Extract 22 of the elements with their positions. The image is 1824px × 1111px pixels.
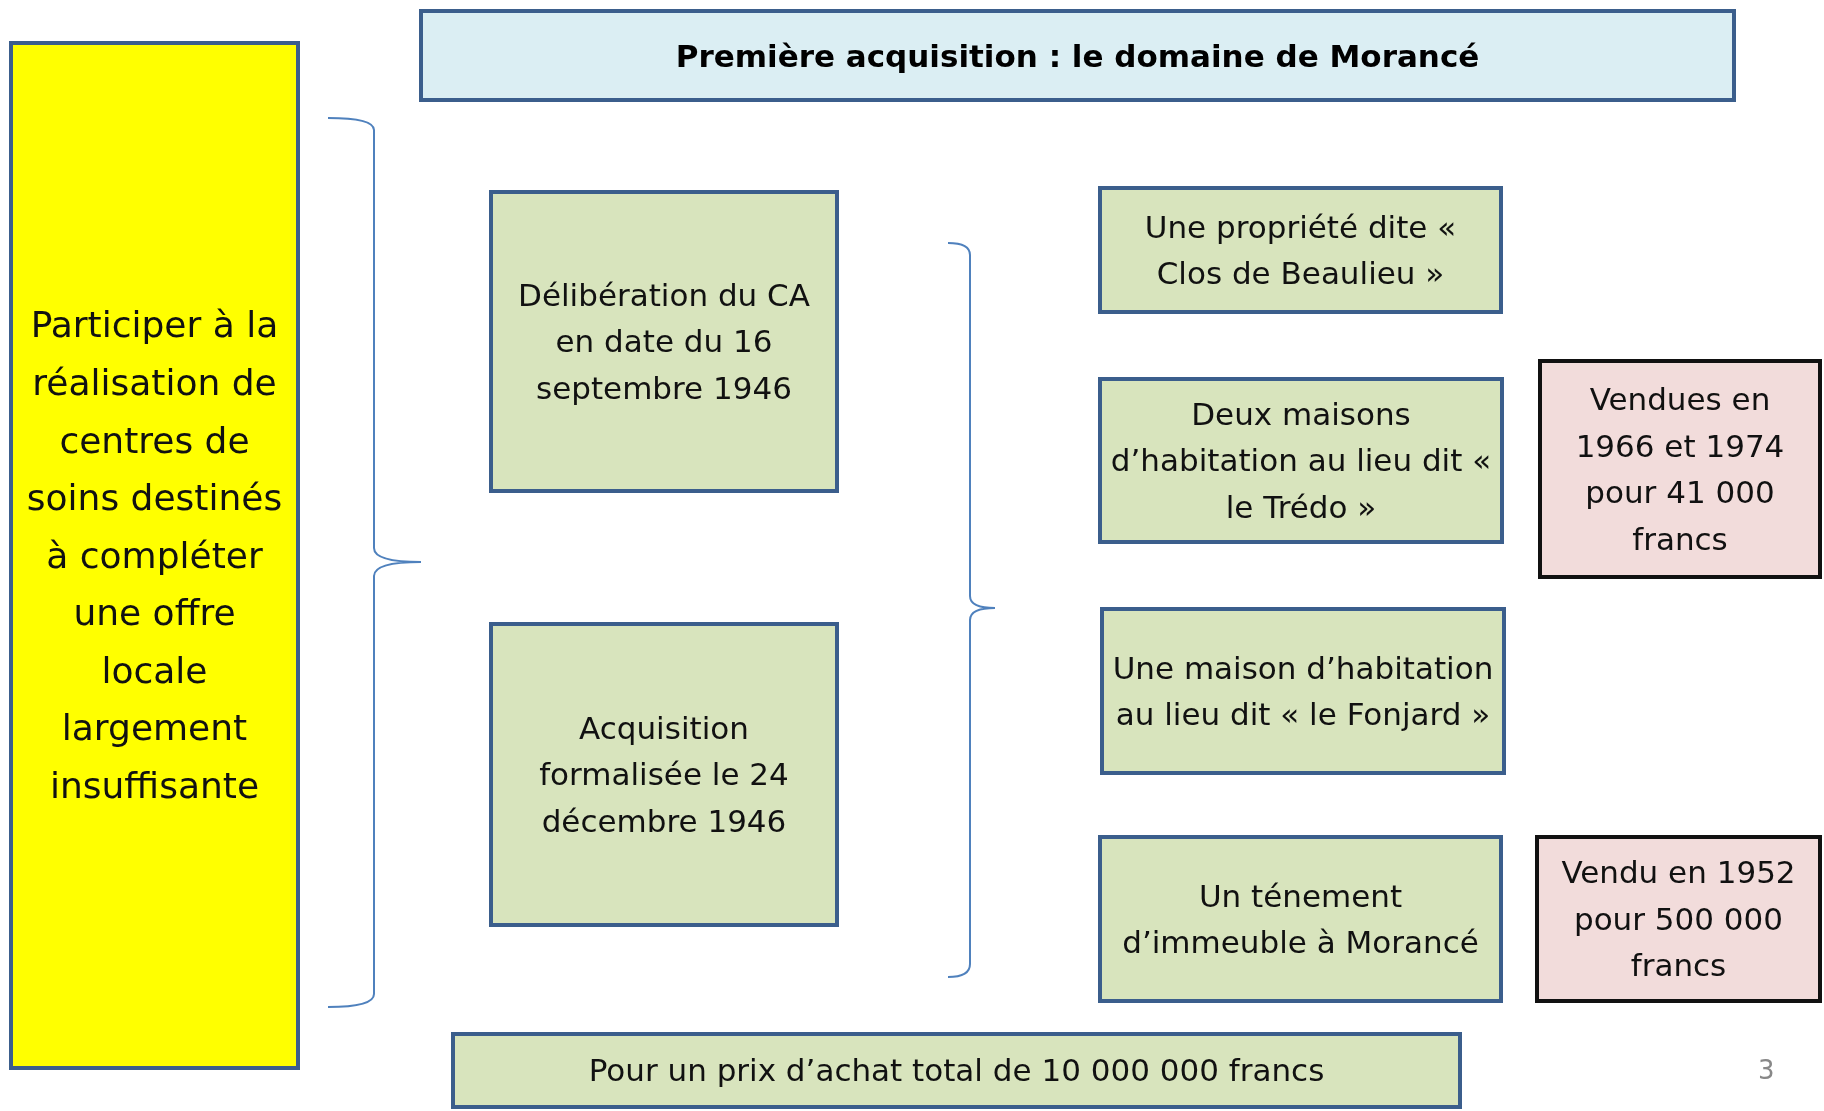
info-box: [451, 1032, 1462, 1109]
goal-box: [9, 41, 300, 1070]
title-banner: Première acquisition : le domaine de Morancé: [419, 9, 1736, 102]
info-box: [1100, 607, 1506, 775]
note-box: [1535, 835, 1822, 1003]
info-box: [1098, 186, 1503, 314]
info-box: [1098, 835, 1503, 1003]
note-box: [1538, 359, 1822, 579]
box-text: Vendues en 1966 et 1974 pour 41 000 francs: [1574, 380, 1786, 559]
box-text: Acquisition formalisée le 24 décembre 1946: [538, 708, 790, 841]
box-text: Participer à la réalisation de centres de soins destinés à compléter une offre locale largement insuffisante: [25, 303, 284, 809]
box-text: Une propriété dite « Clos de Beaulieu »: [1143, 207, 1458, 293]
box-text: Vendu en 1952 pour 500 000 francs: [1560, 853, 1797, 986]
page-number: 3: [1758, 1055, 1775, 1085]
box-text: Délibération du CA en date du 16 septembre 1946: [517, 275, 811, 408]
box-text: Une maison d’habitation au lieu dit « le Fonjard »: [1111, 648, 1495, 734]
box-text: Un ténement d’immeuble à Morancé: [1121, 876, 1480, 962]
box-text: Deux maisons d’habitation au lieu dit « le Trédo »: [1109, 394, 1493, 527]
info-box: [1098, 377, 1504, 544]
box-text: Pour un prix d’achat total de 10 000 000 francs: [588, 1051, 1325, 1091]
info-box: [489, 190, 839, 493]
info-box: [489, 622, 839, 927]
